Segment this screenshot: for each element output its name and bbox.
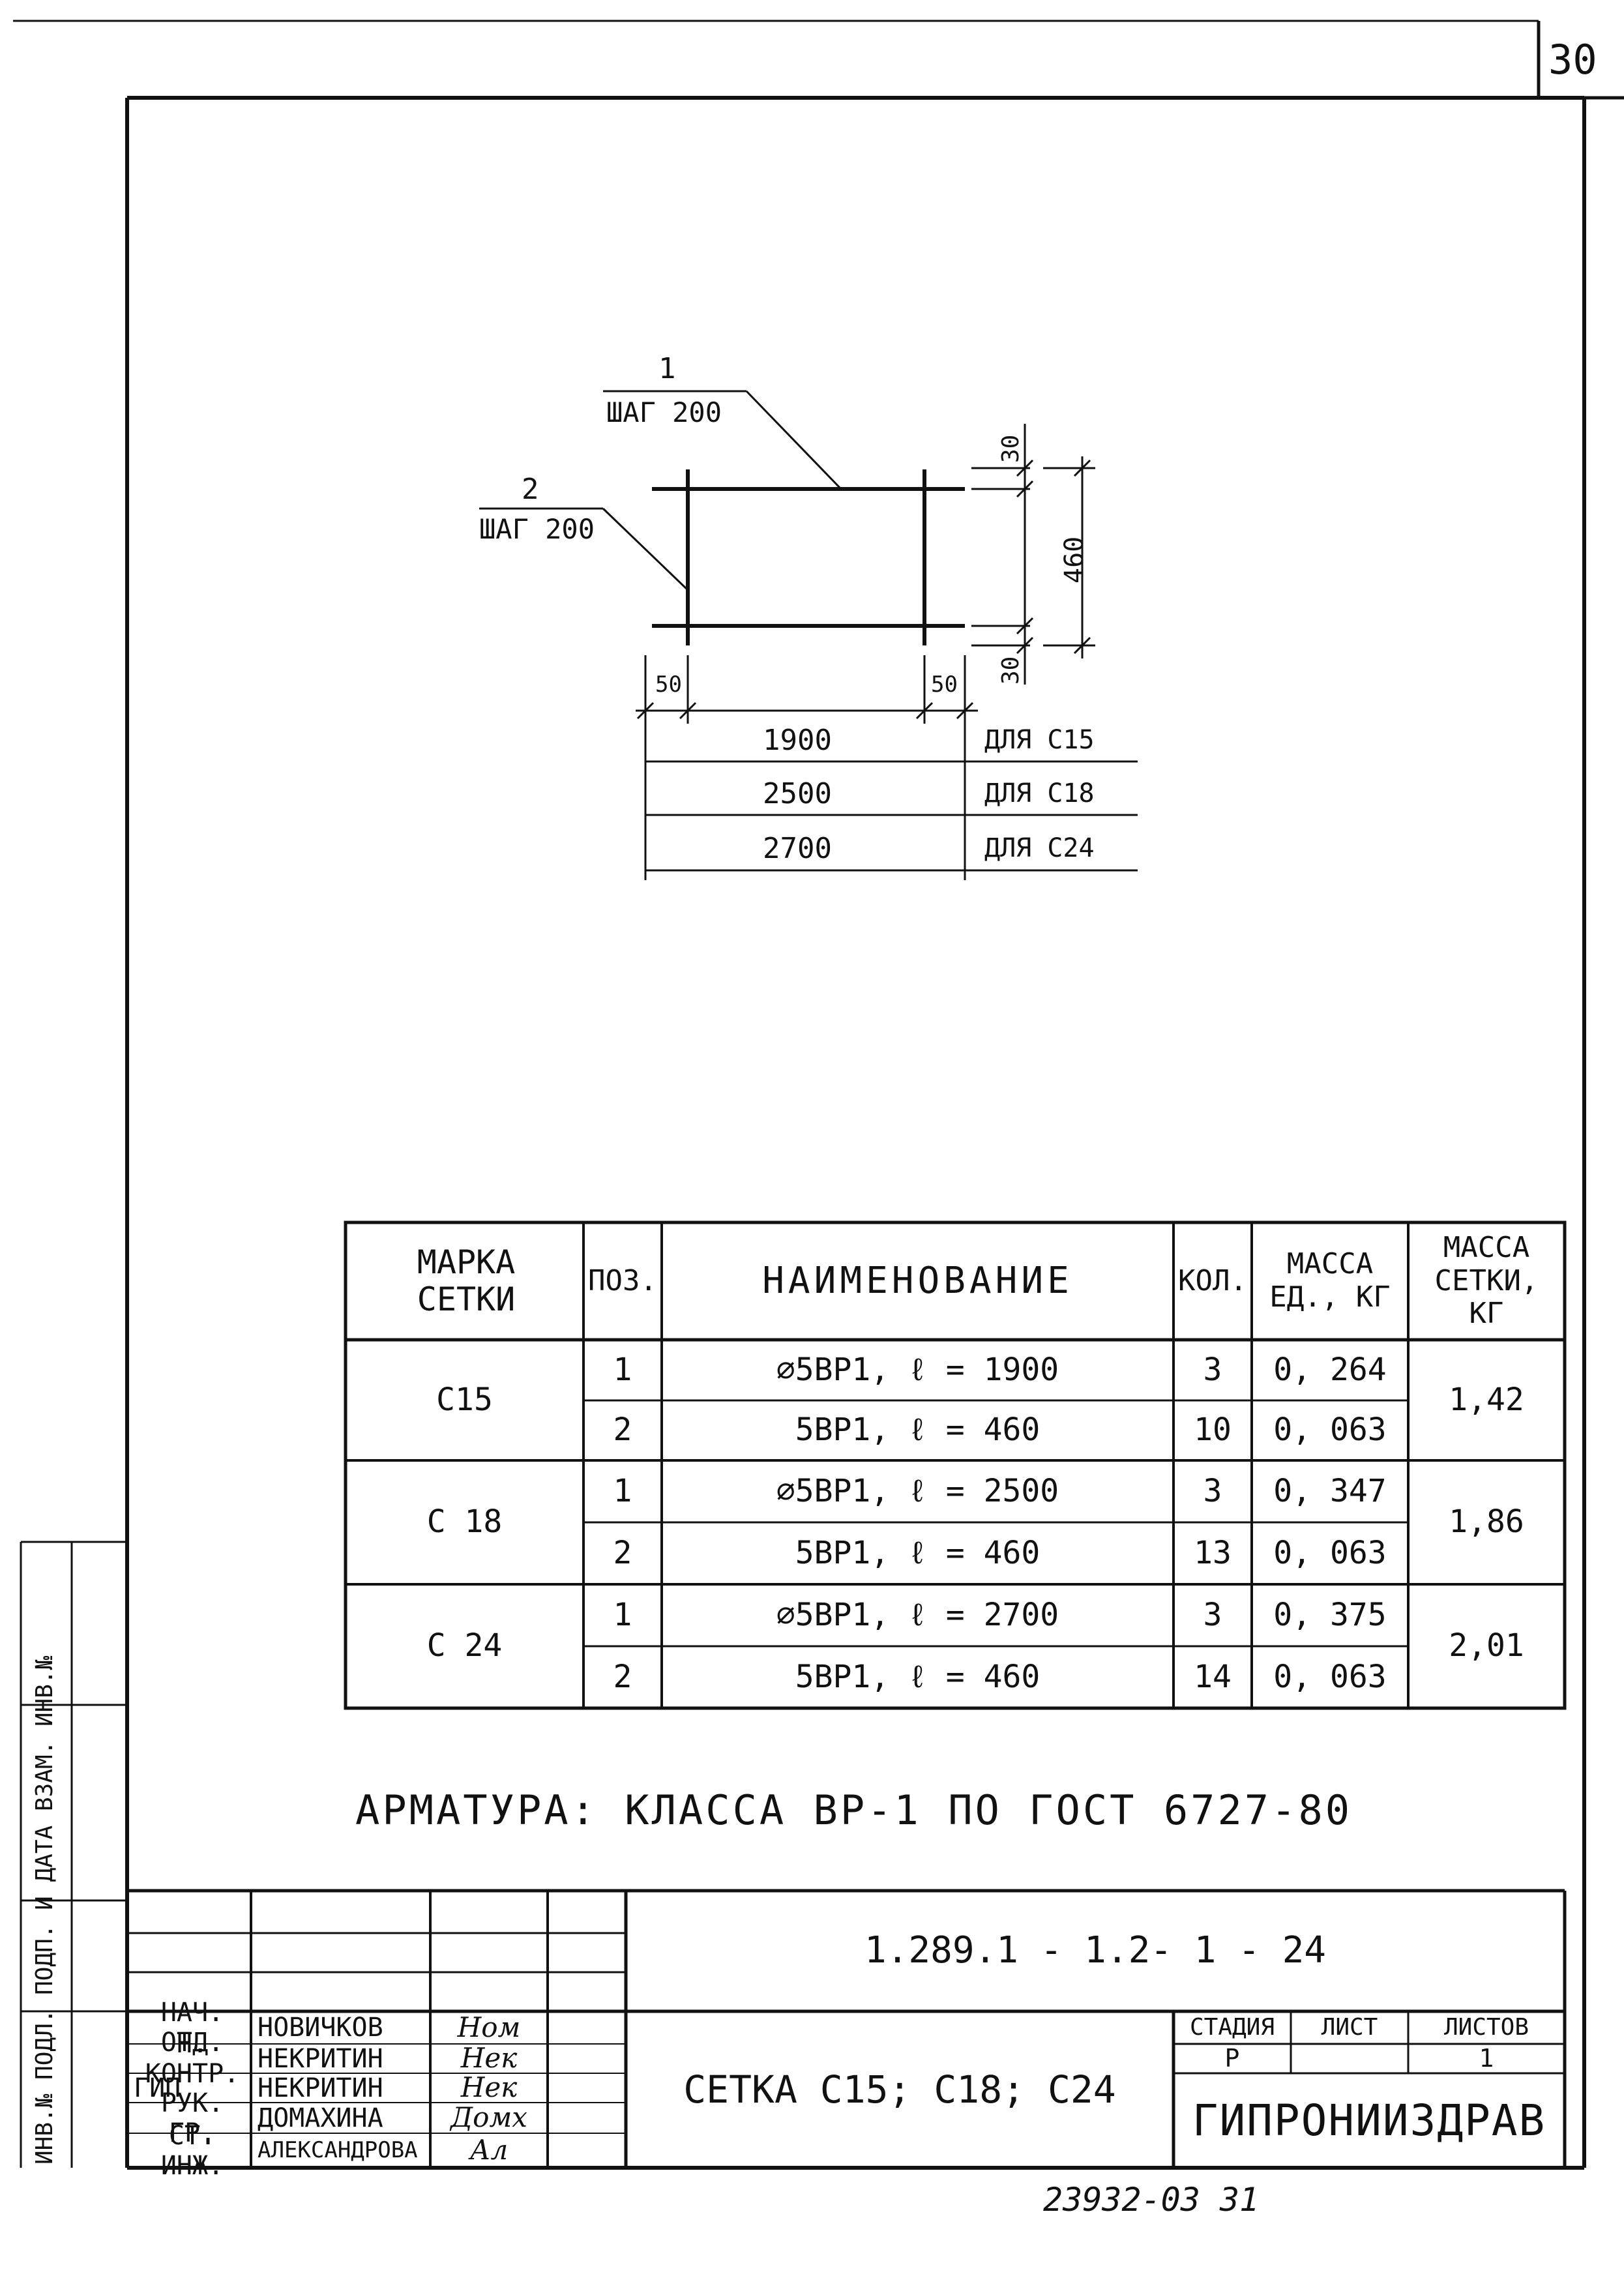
drawing-title: СЕТКА С15; С18; С24	[683, 2067, 1116, 2112]
position: 1	[613, 1596, 632, 1633]
length-label-c24: ДЛЯ С24	[984, 833, 1095, 863]
position: 2	[613, 1658, 632, 1695]
header-mesh-mark: МАРКА СЕТКИ	[417, 1243, 516, 1318]
mesh-mark: С 18	[426, 1503, 503, 1541]
quantity: 3	[1203, 1351, 1222, 1388]
item-name: 5ВР1, ℓ = 460	[795, 1658, 1041, 1695]
item-name: ⌀5ВР1, ℓ = 2500	[776, 1472, 1059, 1509]
unit-mass: 0, 264	[1273, 1351, 1387, 1388]
reinforcement-note: АРМАТУРА: КЛАССА ВР-1 ПО ГОСТ 6727-80	[355, 1786, 1353, 1834]
unit-mass: 0, 347	[1273, 1472, 1387, 1509]
signer-name: НОВИЧКОВ	[258, 2013, 383, 2043]
signer-signature: Нек	[460, 2071, 518, 2104]
callout-1-number: 1	[658, 352, 676, 385]
sheets-label: ЛИСТОВ	[1443, 2014, 1529, 2041]
organization-name: ГИПРОНИИЗДРАВ	[1192, 2095, 1546, 2146]
dim-30-bottom: 30	[997, 656, 1024, 685]
signer-signature: Ал	[469, 2134, 509, 2166]
callout-2-step: ШАГ 200	[479, 513, 595, 545]
length-value-c24: 2700	[763, 832, 832, 865]
signer-signature: Домх	[450, 2101, 527, 2134]
signer-name: АЛЕКСАНДРОВА	[258, 2136, 418, 2163]
quantity: 13	[1194, 1534, 1232, 1571]
mesh-mark: С15	[436, 1381, 493, 1418]
header-mesh-mass: МАССА СЕТКИ, КГ	[1434, 1231, 1539, 1331]
signer-name: НЕКРИТИН	[258, 2073, 383, 2103]
header-quantity: КОЛ.	[1178, 1264, 1247, 1297]
dim-30-top: 30	[997, 434, 1024, 463]
stage-value: Р	[1224, 2043, 1240, 2073]
signer-name: ДОМАХИНА	[258, 2103, 383, 2133]
mesh-mass: 1,86	[1449, 1503, 1524, 1541]
position: 1	[613, 1351, 632, 1388]
unit-mass: 0, 063	[1273, 1412, 1387, 1449]
mesh-mass: 1,42	[1449, 1381, 1524, 1418]
item-name: 5ВР1, ℓ = 460	[795, 1534, 1041, 1571]
dim-50-right: 50	[931, 672, 958, 698]
quantity: 14	[1194, 1658, 1232, 1695]
callout-2-number: 2	[522, 473, 539, 506]
header-unit-mass: МАССА ЕД., КГ	[1269, 1247, 1391, 1314]
length-label-c18: ДЛЯ С18	[984, 778, 1095, 808]
callout-1-step: ШАГ 200	[606, 396, 722, 428]
unit-mass: 0, 063	[1273, 1534, 1387, 1571]
position: 1	[613, 1472, 632, 1509]
signer-name: НЕКРИТИН	[258, 2043, 383, 2074]
header-name: НАИМЕНОВАНИЕ	[762, 1259, 1073, 1302]
sheet-number-corner: 30	[1548, 36, 1597, 83]
length-value-c18: 2500	[763, 777, 832, 810]
unit-mass: 0, 063	[1273, 1658, 1387, 1695]
header-position: ПОЗ.	[588, 1264, 657, 1297]
sheet-label: ЛИСТ	[1321, 2014, 1378, 2041]
dim-460: 460	[1059, 536, 1089, 584]
unit-mass: 0, 375	[1273, 1596, 1387, 1633]
signer-signature: Нек	[460, 2042, 518, 2075]
document-code: 1.289.1 - 1.2- 1 - 24	[864, 1929, 1326, 1972]
left-margin-labels: ИНВ.№ ПОДЛ. ПОДП. И ДАТА ВЗАМ. ИНВ.№	[31, 1655, 58, 2165]
item-name: ⌀5ВР1, ℓ = 1900	[776, 1351, 1059, 1388]
signer-signature: Ном	[457, 2011, 521, 2043]
mesh-mass: 2,01	[1449, 1627, 1524, 1664]
archive-number: 23932-03 31	[1043, 2181, 1260, 2219]
sheet-value	[1292, 2045, 1407, 2072]
position: 2	[613, 1534, 632, 1571]
position: 2	[613, 1412, 632, 1449]
item-name: ⌀5ВР1, ℓ = 2700	[776, 1596, 1059, 1633]
signer-role: Н. КОНТР.	[145, 2028, 240, 2089]
length-label-c15: ДЛЯ С15	[984, 725, 1095, 755]
sheets-value: 1	[1479, 2043, 1494, 2073]
item-name: 5ВР1, ℓ = 460	[795, 1412, 1041, 1449]
quantity: 3	[1203, 1596, 1222, 1633]
quantity: 3	[1203, 1472, 1222, 1509]
dim-50-left: 50	[655, 672, 682, 698]
mesh-mark: С 24	[426, 1627, 503, 1664]
signer-role: ГИП	[134, 2073, 181, 2103]
quantity: 10	[1194, 1412, 1232, 1449]
length-value-c15: 1900	[763, 724, 832, 757]
stage-label: СТАДИЯ	[1189, 2014, 1275, 2041]
signer-role: СТ. ИНЖ.	[160, 2120, 224, 2181]
